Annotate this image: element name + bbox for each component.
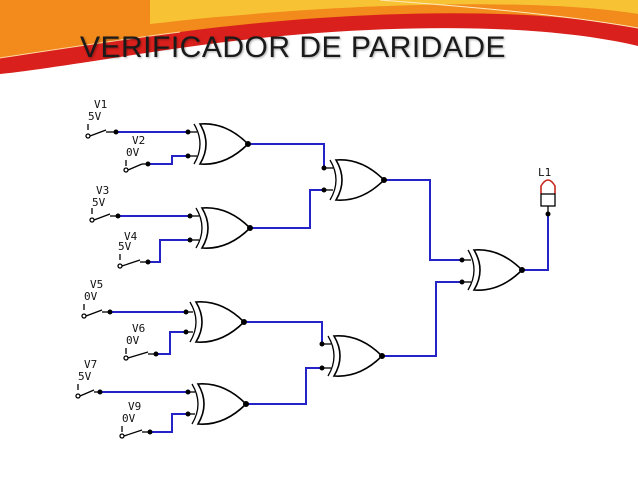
slide-title: VERIFICADOR DE PARIDADE [80,31,507,64]
blue-wires [100,131,549,433]
xor-gate-3 [189,301,248,343]
banner-highlight-line [379,0,638,29]
source-v5: V5 0V [81,278,110,319]
xor-gate-4 [191,383,250,425]
source-v1: V1 5V [85,98,116,139]
source-voltage: 0V [126,334,140,347]
source-voltage: 0V [84,290,98,303]
switch-symbol [89,208,118,223]
source-name: V1 [94,98,107,111]
source-name: V3 [96,184,109,197]
xor-gate-5 [329,159,388,201]
switch-symbol [81,304,110,319]
switch-symbol [123,348,156,361]
output-lamp-l1: L1 [538,166,556,214]
source-voltage: 0V [126,146,140,159]
banner-yellow-band [150,0,638,24]
lamp-name: L1 [538,166,551,179]
switch-symbol [85,124,116,139]
source-name: V5 [90,278,103,291]
source-v2: V2 0V [123,134,148,173]
banner-highlight-line [0,31,181,59]
source-voltage: 5V [118,240,132,253]
switch-symbol [123,160,148,173]
source-name: V9 [128,400,141,413]
switch-symbol [75,384,100,399]
source-v9: V9 0V [119,400,150,439]
gate-input-stubs [186,131,471,415]
xor-gate-6 [327,335,386,377]
source-v4: V4 5V [117,230,148,269]
source-name: V7 [84,358,97,371]
source-v7: V7 5V [75,358,100,399]
title-banner-decoration [0,0,638,74]
source-voltage: 5V [78,370,92,383]
switch-symbol [119,426,150,439]
lamp-base [540,193,556,207]
source-voltage: 5V [92,196,106,209]
source-name: V4 [124,230,138,243]
source-voltage: 5V [88,110,102,123]
source-v3: V3 5V [89,184,118,223]
source-voltage: 0V [122,412,136,425]
lamp-bulb-icon [540,179,556,194]
source-name: V6 [132,322,145,335]
xor-gate-1 [193,123,252,165]
source-name: V2 [132,134,145,147]
source-v6: V6 0V [123,322,156,361]
xor-gate-7 [467,249,526,291]
switch-symbol [117,254,148,269]
xor-gate-2 [195,207,254,249]
